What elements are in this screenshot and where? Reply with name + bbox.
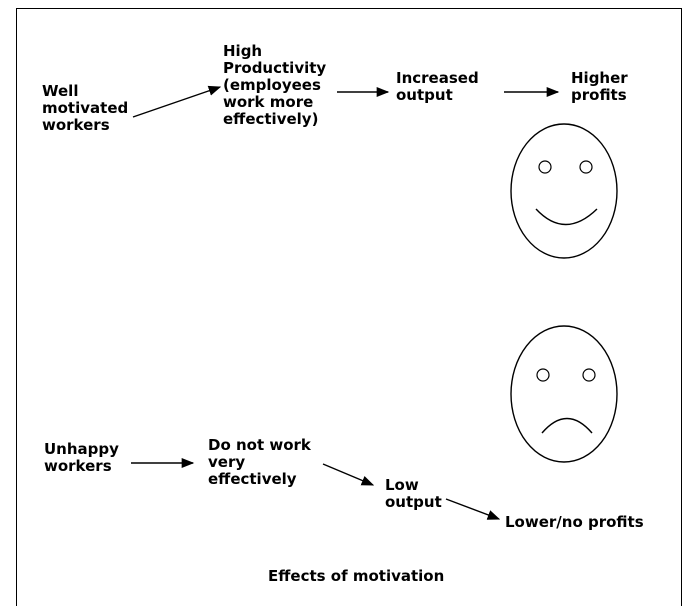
- arrow-work-to-low-output: [322, 463, 375, 486]
- higher-profits-label: Higher profits: [571, 69, 628, 104]
- sad-face-icon: [510, 325, 618, 463]
- unhappy-workers-label: Unhappy workers: [44, 440, 119, 475]
- arrow-workers-to-productivity: [132, 85, 222, 118]
- lower-no-profits-label: Lower/no profits: [505, 513, 644, 531]
- high-productivity-label: High Productivity (employees work more e…: [223, 42, 327, 128]
- diagram-frame: [16, 8, 682, 606]
- arrow-low-output-to-profits: [445, 498, 501, 520]
- low-output-label: Low output: [385, 476, 442, 511]
- diagram-caption: Effects of motivation: [268, 567, 445, 585]
- increased-output-label: Increased output: [396, 69, 479, 104]
- happy-face-icon: [510, 123, 618, 259]
- well-motivated-workers-label: Well motivated workers: [42, 82, 129, 134]
- do-not-work-effectively-label: Do not work very effectively: [208, 436, 311, 488]
